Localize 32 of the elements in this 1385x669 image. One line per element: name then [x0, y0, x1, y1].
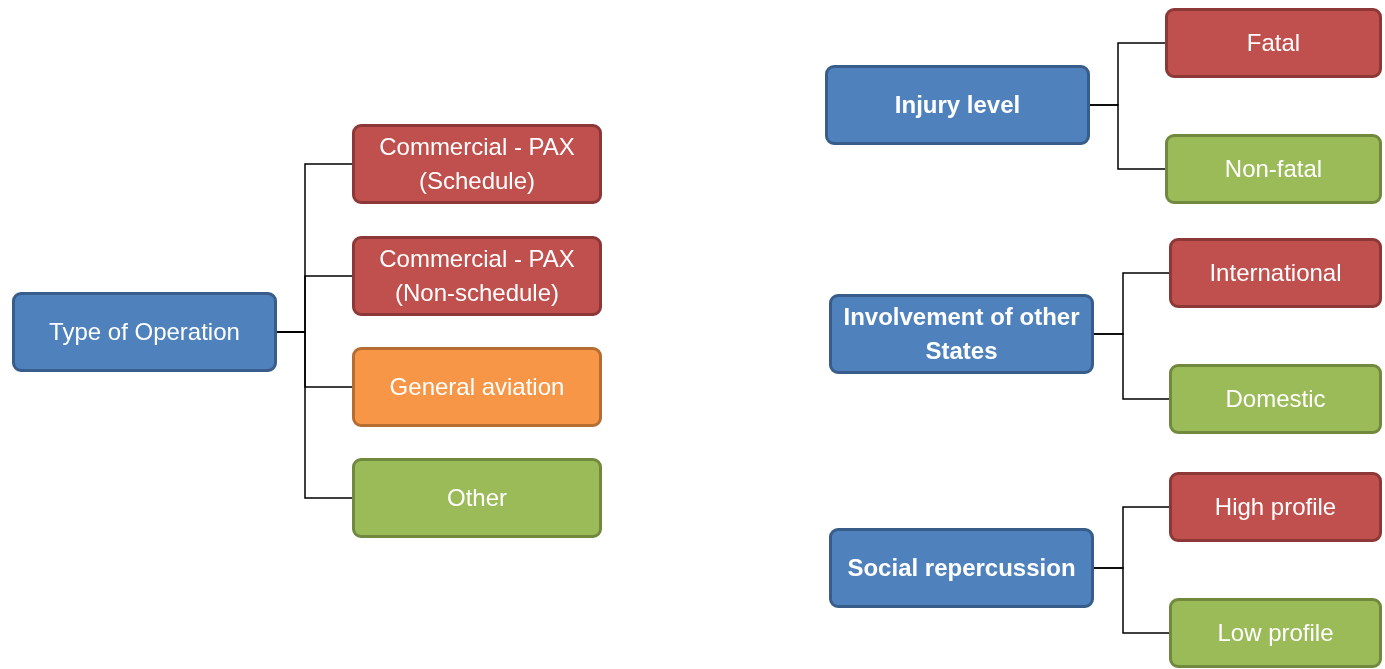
- connector-line: [276, 331, 353, 499]
- category-box: [1169, 364, 1382, 434]
- box-label: Other: [447, 483, 507, 514]
- category-box: [352, 347, 602, 427]
- box-label: High profile: [1214, 492, 1337, 523]
- box-label: Low profile: [1217, 618, 1334, 649]
- box-label: Social repercussion: [847, 553, 1076, 584]
- category-box: [352, 458, 602, 538]
- box-label: Commercial - PAX (Non-schedule): [378, 244, 576, 308]
- category-box: [1169, 238, 1382, 308]
- category-box: [1165, 8, 1382, 78]
- category-box: [12, 292, 277, 372]
- connector-line: [1093, 567, 1170, 634]
- category-box: [1169, 472, 1382, 542]
- connector-line: [1093, 333, 1170, 400]
- box-label: Non-fatal: [1224, 154, 1323, 185]
- box-label: Domestic: [1225, 384, 1326, 415]
- box-label: Commercial - PAX (Schedule): [378, 132, 576, 196]
- box-label: Fatal: [1246, 28, 1301, 59]
- box-label: Type of Operation: [49, 317, 240, 348]
- box-label: International: [1209, 258, 1342, 289]
- category-box: [352, 236, 602, 316]
- category-box: [825, 65, 1090, 145]
- category-box: [829, 528, 1094, 608]
- category-box: [1165, 134, 1382, 204]
- category-box: [1169, 598, 1382, 668]
- connector-line: [1089, 104, 1166, 170]
- category-box: [829, 294, 1094, 374]
- box-label: Injury level: [894, 90, 1021, 121]
- box-label: General aviation: [389, 372, 565, 403]
- box-label: Involvement of other States: [842, 302, 1081, 366]
- category-box: [352, 124, 602, 204]
